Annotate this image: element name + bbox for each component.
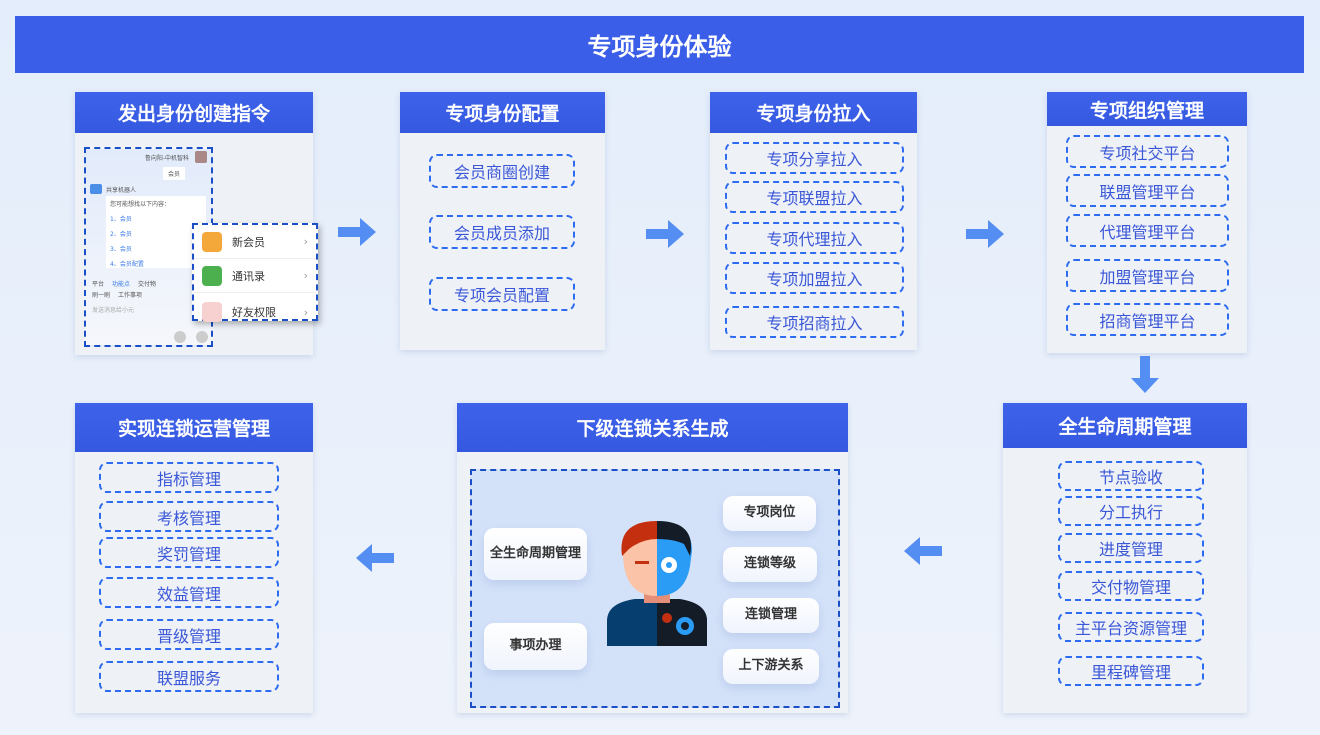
mic-icon[interactable] bbox=[174, 331, 186, 343]
bot-name: 共享机器人 bbox=[106, 187, 137, 194]
panel-title: 全生命周期管理 bbox=[1003, 403, 1247, 448]
item[interactable]: 专项加盟拉入 bbox=[725, 262, 904, 294]
item[interactable]: 专项分享拉入 bbox=[725, 142, 904, 174]
tab[interactable]: 工作事项 bbox=[118, 292, 143, 299]
user-name: 鲁向阳-中机智科 bbox=[144, 155, 189, 162]
arrow-right-icon bbox=[646, 220, 684, 248]
tab[interactable]: 交付物 bbox=[138, 281, 157, 288]
item[interactable]: 进度管理 bbox=[1058, 533, 1204, 563]
option[interactable]: 2、会员 bbox=[110, 231, 132, 238]
option[interactable]: 1、会员 bbox=[110, 216, 132, 223]
panel-title: 实现连锁运营管理 bbox=[75, 403, 313, 452]
menu-label: 好友权限 bbox=[232, 306, 276, 319]
item[interactable]: 交付物管理 bbox=[1058, 571, 1204, 601]
item[interactable]: 晋级管理 bbox=[99, 619, 279, 650]
item[interactable]: 里程碑管理 bbox=[1058, 656, 1204, 686]
menu-item-friend-permission[interactable]: 好友权限 › bbox=[194, 295, 316, 329]
arrow-right-icon bbox=[338, 218, 376, 246]
relation-diagram: 全生命周期管理 事项办理 专项岗位 连锁等级 连锁管理 上下游关系 bbox=[470, 469, 840, 708]
message-chip: 会员 bbox=[162, 167, 185, 180]
phone-mockup: 鲁向阳-中机智科 会员 共享机器人 您可能想找以下内容： 1、会员 2、会员 3… bbox=[84, 147, 213, 347]
menu-item-new-member[interactable]: 新会员 › bbox=[194, 225, 316, 259]
item[interactable]: 主平台资源管理 bbox=[1058, 612, 1204, 642]
contacts-icon bbox=[202, 265, 222, 286]
person-gear-icon bbox=[607, 521, 707, 646]
item[interactable]: 节点验收 bbox=[1058, 461, 1204, 491]
item[interactable]: 分工执行 bbox=[1058, 496, 1204, 526]
item[interactable]: 代理管理平台 bbox=[1066, 214, 1229, 247]
panel-identity-pull: 专项身份拉入 专项分享拉入 专项联盟拉入 专项代理拉入 专项加盟拉入 专项招商拉… bbox=[710, 92, 917, 350]
panel-title: 专项身份配置 bbox=[400, 92, 605, 133]
card-chain-mgmt[interactable]: 连锁管理 bbox=[723, 598, 819, 633]
panel-identity-config: 专项身份配置 会员商圈创建 会员成员添加 专项会员配置 bbox=[400, 92, 605, 350]
user-permission-icon bbox=[202, 302, 222, 322]
menu-label: 通讯录 bbox=[232, 269, 265, 283]
item[interactable]: 效益管理 bbox=[99, 577, 279, 608]
menu-label: 新会员 bbox=[232, 235, 265, 249]
tab[interactable]: 平台 bbox=[92, 281, 105, 288]
item[interactable]: 会员成员添加 bbox=[429, 215, 575, 249]
panel-title: 下级连锁关系生成 bbox=[457, 403, 848, 452]
panel-chain-relation: 下级连锁关系生成 全生命周期管理 事项办理 专项岗位 连锁等级 连锁管理 上下游… bbox=[457, 403, 848, 713]
option[interactable]: 4、会员配置 bbox=[110, 261, 144, 268]
bot-reply: 您可能想找以下内容： 1、会员 2、会员 3、会员 4、会员配置 bbox=[106, 196, 206, 268]
menu-item-contacts[interactable]: 通讯录 › bbox=[194, 259, 316, 293]
card-affairs[interactable]: 事项办理 bbox=[484, 623, 587, 670]
chevron-right-icon: › bbox=[303, 269, 308, 282]
item[interactable]: 奖罚管理 bbox=[99, 537, 279, 568]
bot-icon bbox=[90, 184, 102, 194]
panel-title: 专项组织管理 bbox=[1047, 92, 1247, 126]
option[interactable]: 3、会员 bbox=[110, 246, 132, 253]
panel-title: 专项身份拉入 bbox=[710, 92, 917, 133]
card-position[interactable]: 专项岗位 bbox=[723, 496, 816, 531]
item[interactable]: 加盟管理平台 bbox=[1066, 259, 1229, 292]
tab[interactable]: 刷一刷 bbox=[92, 292, 111, 299]
item[interactable]: 专项社交平台 bbox=[1066, 135, 1229, 168]
panel-title: 发出身份创建指令 bbox=[75, 92, 313, 133]
popup-menu: 新会员 › 通讯录 › 好友权限 › bbox=[192, 223, 318, 322]
item[interactable]: 专项招商拉入 bbox=[725, 306, 904, 338]
avatar bbox=[195, 151, 207, 163]
item[interactable]: 会员商圈创建 bbox=[429, 154, 575, 188]
card-lifecycle[interactable]: 全生命周期管理 bbox=[484, 528, 587, 580]
send-icon[interactable] bbox=[196, 331, 208, 343]
item[interactable]: 联盟服务 bbox=[99, 661, 279, 692]
panel-chain-operation: 实现连锁运营管理 指标管理 考核管理 奖罚管理 效益管理 晋级管理 联盟服务 bbox=[75, 403, 313, 713]
card-upstream[interactable]: 上下游关系 bbox=[723, 649, 819, 684]
arrow-left-icon bbox=[356, 544, 394, 572]
panel-org-management: 专项组织管理 专项社交平台 联盟管理平台 代理管理平台 加盟管理平台 招商管理平… bbox=[1047, 92, 1247, 353]
tab[interactable]: 功能点 bbox=[112, 281, 131, 288]
prompt-text: 您可能想找以下内容： bbox=[110, 201, 171, 208]
message-input[interactable]: 发送消息给小元 bbox=[92, 307, 135, 314]
arrow-left-icon bbox=[904, 537, 942, 565]
page-title: 专项身份体验 bbox=[15, 16, 1304, 73]
panel-lifecycle: 全生命周期管理 节点验收 分工执行 进度管理 交付物管理 主平台资源管理 里程碑… bbox=[1003, 403, 1247, 713]
item[interactable]: 专项会员配置 bbox=[429, 277, 575, 311]
item[interactable]: 联盟管理平台 bbox=[1066, 174, 1229, 207]
chevron-right-icon: › bbox=[303, 305, 308, 319]
item[interactable]: 专项代理拉入 bbox=[725, 222, 904, 254]
arrow-down-icon bbox=[1131, 356, 1159, 393]
diamond-icon bbox=[202, 231, 222, 252]
item[interactable]: 指标管理 bbox=[99, 462, 279, 493]
panel-issue-command: 发出身份创建指令 鲁向阳-中机智科 会员 共享机器人 您可能想找以下内容： 1、… bbox=[75, 92, 318, 355]
item[interactable]: 专项联盟拉入 bbox=[725, 181, 904, 213]
arrow-right-icon bbox=[966, 220, 1004, 248]
item[interactable]: 招商管理平台 bbox=[1066, 303, 1229, 336]
item[interactable]: 考核管理 bbox=[99, 501, 279, 532]
chevron-right-icon: › bbox=[303, 235, 308, 248]
card-level[interactable]: 连锁等级 bbox=[723, 547, 817, 582]
